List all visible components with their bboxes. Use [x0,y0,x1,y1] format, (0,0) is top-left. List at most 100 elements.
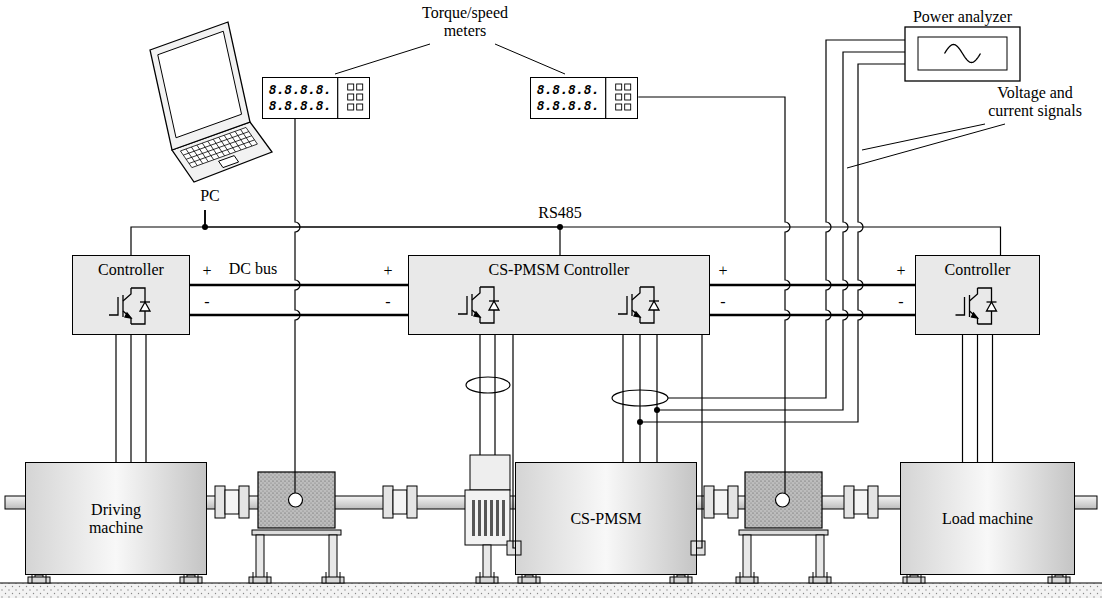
brush-holder [470,455,510,490]
sensor-port [776,493,790,507]
label-holder: DC bus [224,260,282,278]
torque-sensor [249,472,344,583]
controller-fill [72,255,190,335]
machine-fill [515,462,697,575]
diode-bar [987,301,997,302]
label-holder: RS485 [530,204,590,222]
coupling-half [844,486,854,518]
controller-box: CS-PMSM Controller [408,255,710,335]
anchor-bolt [326,572,327,583]
wire-connector [656,335,657,462]
igbt-collector [970,288,978,301]
wire-connector [145,335,146,462]
node-label: Controller [98,261,164,279]
signal-wire [657,52,905,410]
controller-fill [915,255,1040,335]
wire-connector [115,335,116,462]
diode-bar [489,300,499,301]
machine-frame [25,462,207,583]
meter-key [348,84,354,90]
foot-plate [809,577,831,583]
label-holder: - [380,293,396,311]
foot-plate [736,577,758,583]
controller-box: Controller [915,255,1040,335]
leader-line [847,124,1005,168]
keyboard-outline [180,127,257,167]
coupling-half [704,486,714,518]
signal-wire [640,64,905,422]
anchor-bolt [340,572,341,583]
signal-wire [295,119,300,493]
coupling-half [215,486,225,518]
polarity-sign: + [896,262,905,280]
wire-connector [190,284,408,286]
slip-ring-body [465,490,510,545]
signal-wire [638,97,790,493]
laptop-touchpad [219,156,239,168]
current-sensor [466,377,510,393]
analyzer-screen [918,37,1007,70]
igbt-arrow [474,312,480,317]
label-holder: + [199,262,215,280]
wire-connector [710,284,915,286]
coupling-core [854,490,868,514]
meter-key [616,104,622,110]
igbt-collector [123,288,131,301]
controller-box: Controller [72,255,190,335]
igbt-symbol [109,288,150,324]
igbt-channel [122,295,123,317]
diode-bar [649,300,659,301]
anchor-bolt [494,572,495,583]
polarity-sign: - [385,293,390,311]
meter-key [357,84,363,90]
igbt-gate [956,297,965,315]
igbt-symbol [458,287,499,323]
coupling-half [728,486,738,518]
meter-key [348,94,354,100]
igbt-arrow [972,313,978,318]
slip-ring-unit [465,455,510,583]
meter-panel [262,77,371,119]
sensor-body [258,472,335,528]
machine-frame [515,462,697,583]
torque-speed-meter: 8.8.8.8.8.8.8.8. [262,77,371,119]
foot-plate [476,577,498,583]
signal-wire [668,40,905,398]
coupling-core [393,490,407,514]
coupling-half [239,486,249,518]
node-label: CS-PMSM [570,510,641,528]
leader-line [335,44,430,74]
bus-label: DC bus [229,260,277,278]
meter-face [262,77,371,119]
machine-fill [25,462,207,575]
meter-key [616,94,622,100]
meter-key [625,104,631,110]
shaft-coupling [383,486,417,518]
meter-face [530,77,639,119]
slip-ring-bar [496,500,499,536]
meter-display: 8.8.8.8. [269,82,332,98]
meter-panel [530,77,639,119]
igbt-collector [632,287,640,300]
anchor-bolt [813,572,814,583]
callout-label: Voltage and current signals [975,84,1095,120]
machine-body: Driving machine [25,462,207,575]
slip-ring-bar [472,500,475,536]
coupling-half [383,486,393,518]
node-label: Load machine [942,510,1033,528]
callout-label: Torque/speed meters [405,4,525,40]
polarity-sign: + [383,262,392,280]
machine-frame [900,462,1075,583]
slip-ring-bar [484,500,487,536]
coupling-half [407,486,417,518]
polarity-sign: - [720,293,725,311]
power-analyzer: Power analyzer [900,3,1025,81]
polarity-sign: + [718,262,727,280]
foot-plate [903,577,925,583]
anchor-bolt [253,572,254,583]
support-leg [256,535,264,578]
slip-ring-bar [502,500,505,536]
wire-connector [205,210,1001,255]
key-divider [183,132,249,156]
